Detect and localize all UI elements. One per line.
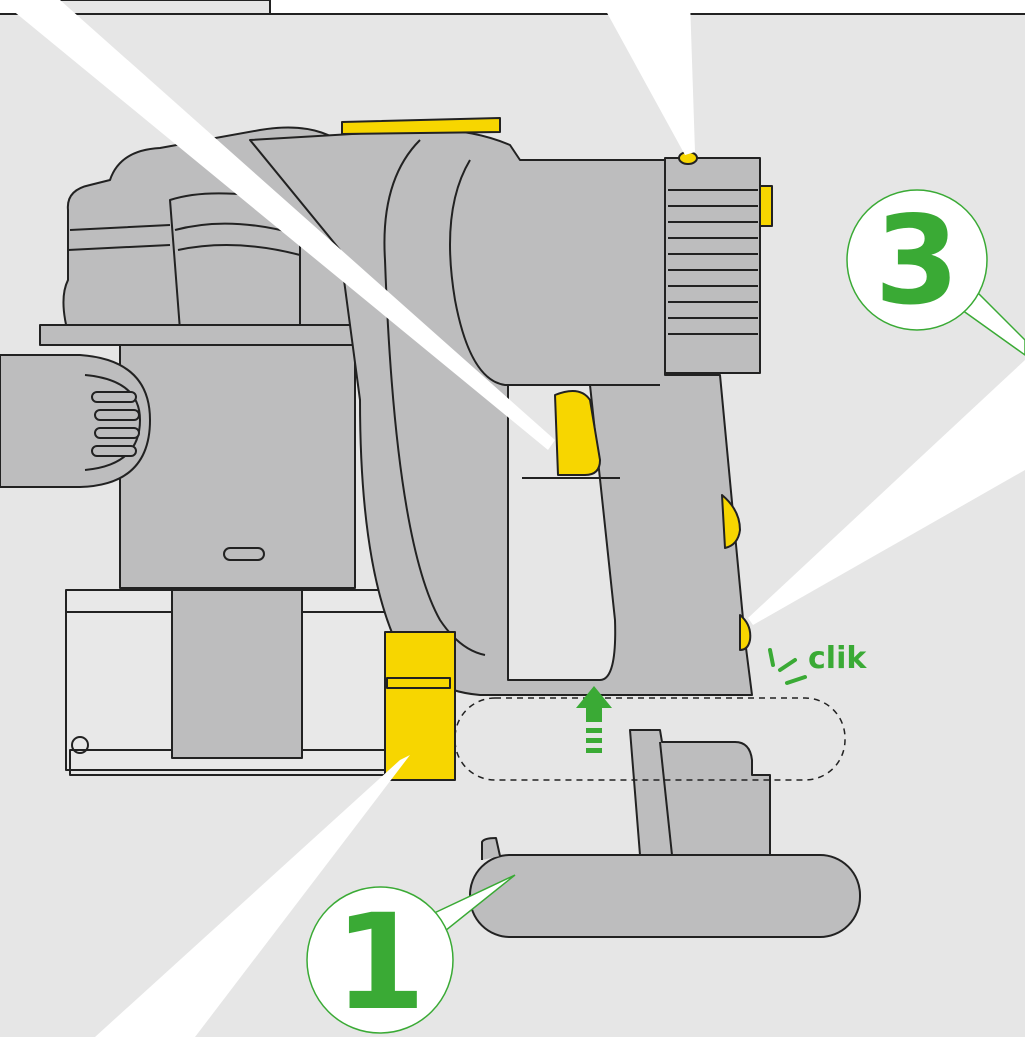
cyclone-shroud — [119, 344, 356, 589]
callout-1-number: 1 — [334, 886, 426, 1037]
click-label: clik — [808, 641, 867, 676]
bin-release-catch — [384, 631, 456, 781]
battery-pack — [469, 729, 861, 938]
battery-target-outline — [454, 697, 846, 781]
grille-lines — [668, 189, 758, 335]
side-clip-a — [721, 494, 741, 549]
click-sound-icon — [768, 648, 807, 685]
beam-right — [748, 360, 1025, 625]
beam-top-right — [600, 0, 695, 155]
beam-top-left — [0, 0, 555, 450]
beam-bottom-left — [95, 755, 410, 1037]
rear-grille — [664, 157, 761, 374]
callout-3 — [846, 189, 1025, 356]
vacuum-body — [0, 117, 773, 781]
trigger — [554, 390, 601, 476]
callout-1 — [306, 874, 516, 1034]
side-button — [759, 185, 773, 227]
top-frame — [0, 0, 1025, 15]
top-latch — [341, 117, 501, 135]
up-arrow-icon — [576, 686, 612, 753]
callout-3-number: 3 — [875, 190, 960, 332]
side-clip-b — [739, 614, 752, 651]
